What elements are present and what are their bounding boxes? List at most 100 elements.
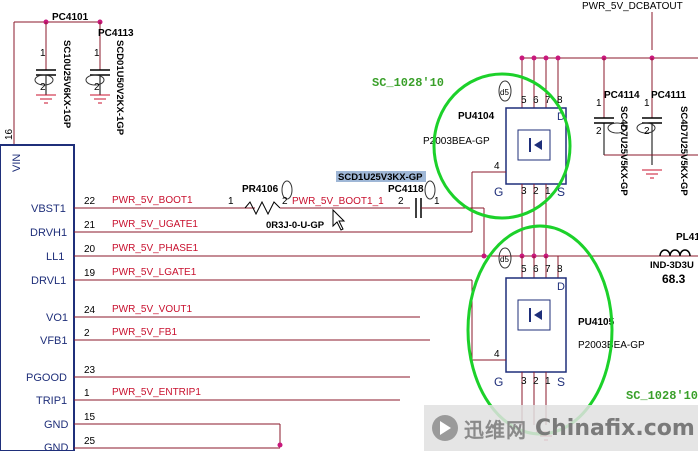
d5-tag: d5 xyxy=(500,255,509,264)
ic-pin-ll1: LL1 20 PWR_5V_PHASE1 xyxy=(46,243,698,263)
pu4104-value: P2003BEA-GP xyxy=(423,136,490,147)
pc4118-ref: PC4118 xyxy=(388,184,424,195)
pin-number: 23 xyxy=(84,365,96,376)
pin-label: DRVH1 xyxy=(30,227,67,239)
pin-label: TRIP1 xyxy=(36,395,67,407)
ic-pin-gnd-25: GND 25 xyxy=(44,436,280,451)
pin-label: GND xyxy=(44,419,69,431)
pin-num: 4 xyxy=(494,349,500,360)
pin-num: 4 xyxy=(494,161,500,172)
d5-tag: d5 xyxy=(500,88,509,97)
pin-label: VO1 xyxy=(46,312,68,324)
sc-note-bottom: SC_1028'10 xyxy=(626,389,698,403)
ic-pin-drvh1: DRVH1 21 PWR_5V_UGATE1 xyxy=(30,219,472,239)
watermark-cn: 迅维网 xyxy=(464,417,527,442)
gate-letter: G xyxy=(494,375,503,389)
pl41-extra: 68.3 xyxy=(662,272,686,286)
pin-label: PGOOD xyxy=(26,372,67,384)
pin-label: GND xyxy=(44,442,69,451)
pin-num: 1 xyxy=(434,196,440,207)
pin-num: 1 xyxy=(94,48,100,59)
vin-label: VIN xyxy=(11,154,23,172)
pc4111-ref: PC4111 xyxy=(651,90,686,101)
ic-pin-drvl1: DRVL1 19 PWR_5V_LGATE1 xyxy=(31,267,472,287)
net-label: PWR_5V_PHASE1 xyxy=(112,243,199,254)
pc4118-value: SCD1U25V3KX-GP xyxy=(338,172,423,183)
pin-number: 25 xyxy=(84,436,96,447)
pin-num: 1 xyxy=(545,186,551,197)
pc4101-value: SC10U25V6KX-1GP xyxy=(61,40,72,129)
net-label: PWR_5V_ENTRIP1 xyxy=(112,387,201,398)
pc4113-ref: PC4113 xyxy=(98,28,134,39)
net-label: PWR_5V_UGATE1 xyxy=(112,219,198,230)
sc-note-top: SC_1028'10 xyxy=(372,76,444,90)
pin-number: 19 xyxy=(84,268,96,279)
pin-num: 1 xyxy=(596,98,602,109)
net-label: PWR_5V_LGATE1 xyxy=(112,267,197,278)
pr4106-resistor xyxy=(244,180,410,216)
pin-num: 2 xyxy=(533,376,539,387)
pin-number: 21 xyxy=(84,220,96,231)
pin-num: 6 xyxy=(533,264,539,275)
highlight-circle-upper xyxy=(432,72,572,220)
selection-highlight xyxy=(336,171,426,182)
ic-pin-vo1: VO1 24 PWR_5V_VOUT1 xyxy=(46,304,420,324)
pl41-inductor xyxy=(659,249,691,257)
controller-ic-body xyxy=(0,144,75,451)
ic-pin-gnd-15: GND 15 xyxy=(44,412,283,448)
pc4114-ref: PC4114 xyxy=(604,90,640,101)
pc4114-value: SC4D7U25V5KX-GP xyxy=(618,106,629,196)
pin-num: 8 xyxy=(557,95,563,106)
pin-num: 2 xyxy=(533,186,539,197)
ic-pin-vbst1: VBST1 22 PWR_5V_BOOT1 xyxy=(31,195,255,215)
output-caps xyxy=(594,58,698,179)
pin-label: LL1 xyxy=(46,251,64,263)
pin-num: 7 xyxy=(545,264,551,275)
pr4106-value: 0R3J-0-U-GP xyxy=(266,220,325,231)
pin-label: VFB1 xyxy=(40,335,68,347)
cap-group-top-left xyxy=(13,19,110,145)
ic-pin-vfb1: VFB1 2 PWR_5V_FB1 xyxy=(40,327,430,347)
d5-tag-icon xyxy=(498,80,512,102)
pin-num: 1 xyxy=(644,98,650,109)
pu4104-ref: PU4104 xyxy=(458,111,495,122)
source-letter: S xyxy=(557,185,565,199)
ic-pin-pgood: PGOOD 23 xyxy=(26,365,410,384)
pc4101-ref: PC4101 xyxy=(52,12,89,23)
pin-num: 1 xyxy=(228,196,234,207)
net-label: PWR_5V_FB1 xyxy=(112,327,177,338)
pl41-ref: PL41 xyxy=(676,232,698,243)
pin-num: 6 xyxy=(533,95,539,106)
pin-num: 2 xyxy=(398,196,404,207)
d5-tag-icon xyxy=(498,247,512,269)
mouse-pointer-icon xyxy=(332,208,346,231)
pin-num: 3 xyxy=(521,376,527,387)
pr4106-ref: PR4106 xyxy=(242,184,279,195)
pu4105-ref: PU4105 xyxy=(578,317,615,328)
pin-label: VBST1 xyxy=(31,203,66,215)
pin-num: 5 xyxy=(521,264,527,275)
net-label: PWR_5V_VOUT1 xyxy=(112,304,192,315)
pin-number: 22 xyxy=(84,196,96,207)
gate-letter: G xyxy=(494,185,503,199)
pin-num: 5 xyxy=(521,95,527,106)
pin-label: DRVL1 xyxy=(31,275,66,287)
pc4111-value: SC4D7U25V5KX-GP xyxy=(678,106,689,196)
pc4113-value: SCD01U50V2KX-1GP xyxy=(114,40,125,136)
drain-letter: D xyxy=(557,281,565,293)
pr4106-net-out: PWR_5V_BOOT1_1 xyxy=(292,196,384,207)
vin-pin-number: 16 xyxy=(4,128,15,140)
watermark-en: Chinafix.com xyxy=(535,415,695,441)
top-net-label: PWR_5V_DCBATOUT xyxy=(582,1,683,12)
chinafix-logo-icon xyxy=(432,415,458,441)
pin-num: 2 xyxy=(94,82,100,93)
chinafix-watermark: 迅维网 Chinafix.com xyxy=(424,405,698,451)
net-label: PWR_5V_BOOT1 xyxy=(112,195,193,206)
pin-number: 2 xyxy=(84,328,90,339)
pin-num: 2 xyxy=(596,126,602,137)
pin-number: 24 xyxy=(84,305,96,316)
pin-num: 1 xyxy=(40,48,46,59)
pin-number: 1 xyxy=(84,388,90,399)
pl41-value: IND-3D3U xyxy=(650,260,694,271)
